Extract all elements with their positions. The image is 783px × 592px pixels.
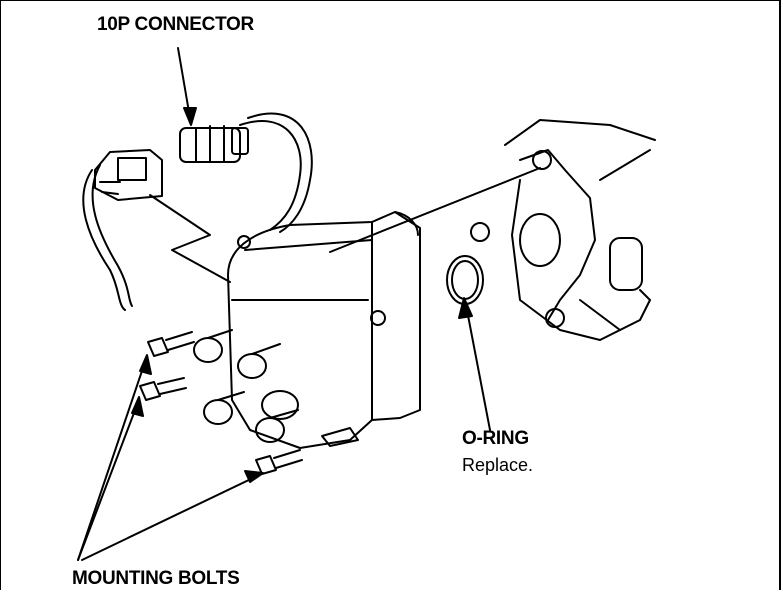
mounting-bolt-1 — [147, 331, 195, 357]
leader-lines — [77, 47, 491, 561]
cap-towers — [193, 329, 299, 443]
10p-connector-body — [179, 125, 249, 163]
flange-bolt — [321, 427, 359, 447]
oring-callout: O-RING — [462, 428, 529, 449]
mating-connector — [94, 149, 163, 201]
wiring-harness — [82, 112, 313, 311]
connector-callout: 10P CONNECTOR — [97, 14, 254, 35]
o-ring — [446, 255, 484, 305]
mounting-bolt-3 — [255, 449, 303, 475]
oring-note: Replace. — [462, 455, 534, 475]
mounting-bolt-2 — [139, 377, 187, 401]
bolts-callout-clip: MOUNTING BOLTS — [0, 560, 783, 586]
distributor-body — [227, 211, 421, 449]
bolts-callout: MOUNTING BOLTS — [72, 568, 240, 586]
cylinder-head — [470, 119, 656, 341]
alignment-line — [329, 167, 541, 253]
